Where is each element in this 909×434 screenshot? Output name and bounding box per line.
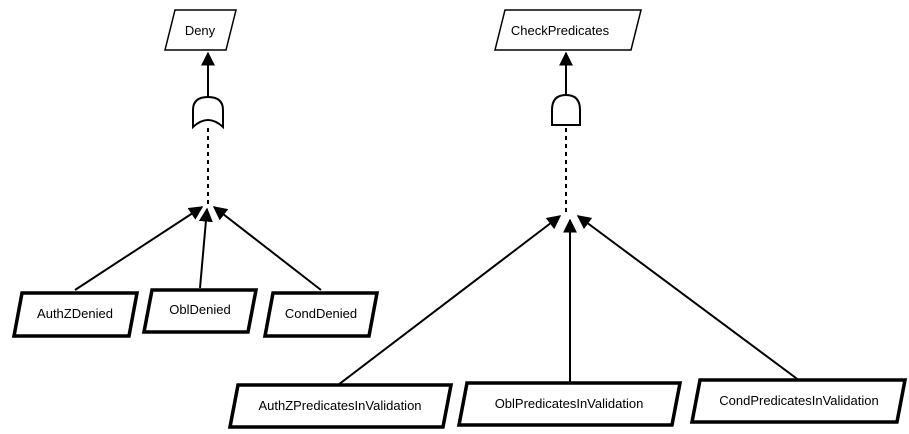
child-label: OblPredicatesInValidation xyxy=(495,396,644,411)
child-node-authz-predicates-in-validation[interactable]: AuthZPredicatesInValidation xyxy=(227,383,454,429)
child-link xyxy=(576,215,801,382)
child-node-cond-predicates-in-validation[interactable]: CondPredicatesInValidation xyxy=(689,378,908,424)
child-node-authz-denied[interactable]: AuthZDenied xyxy=(11,291,140,338)
and-gate-icon xyxy=(551,93,581,126)
child-node-obl-denied[interactable]: OblDenied xyxy=(141,288,259,334)
or-gate-icon xyxy=(192,95,224,130)
child-label: OblDenied xyxy=(169,302,230,317)
goal-label: CheckPredicates xyxy=(511,23,610,38)
child-link xyxy=(212,206,322,291)
child-label: CondPredicatesInValidation xyxy=(719,393,878,408)
goal-node-deny[interactable]: Deny xyxy=(164,9,237,51)
goal-node-check-predicates[interactable]: CheckPredicates xyxy=(494,9,642,51)
child-link xyxy=(198,207,213,289)
child-node-cond-denied[interactable]: CondDenied xyxy=(262,291,380,338)
child-label: AuthZDenied xyxy=(37,306,113,321)
child-label: AuthZPredicatesInValidation xyxy=(258,398,421,413)
child-link xyxy=(337,215,562,386)
child-label: CondDenied xyxy=(285,306,357,321)
child-link xyxy=(74,206,204,291)
child-node-obl-predicates-in-validation[interactable]: OblPredicatesInValidation xyxy=(456,381,683,427)
or-refinement: Deny AuthZDenied OblDenied CondDenied xyxy=(11,9,380,338)
goal-label: Deny xyxy=(185,23,216,38)
and-refinement: CheckPredicates AuthZPredicatesInValidat… xyxy=(227,9,908,429)
